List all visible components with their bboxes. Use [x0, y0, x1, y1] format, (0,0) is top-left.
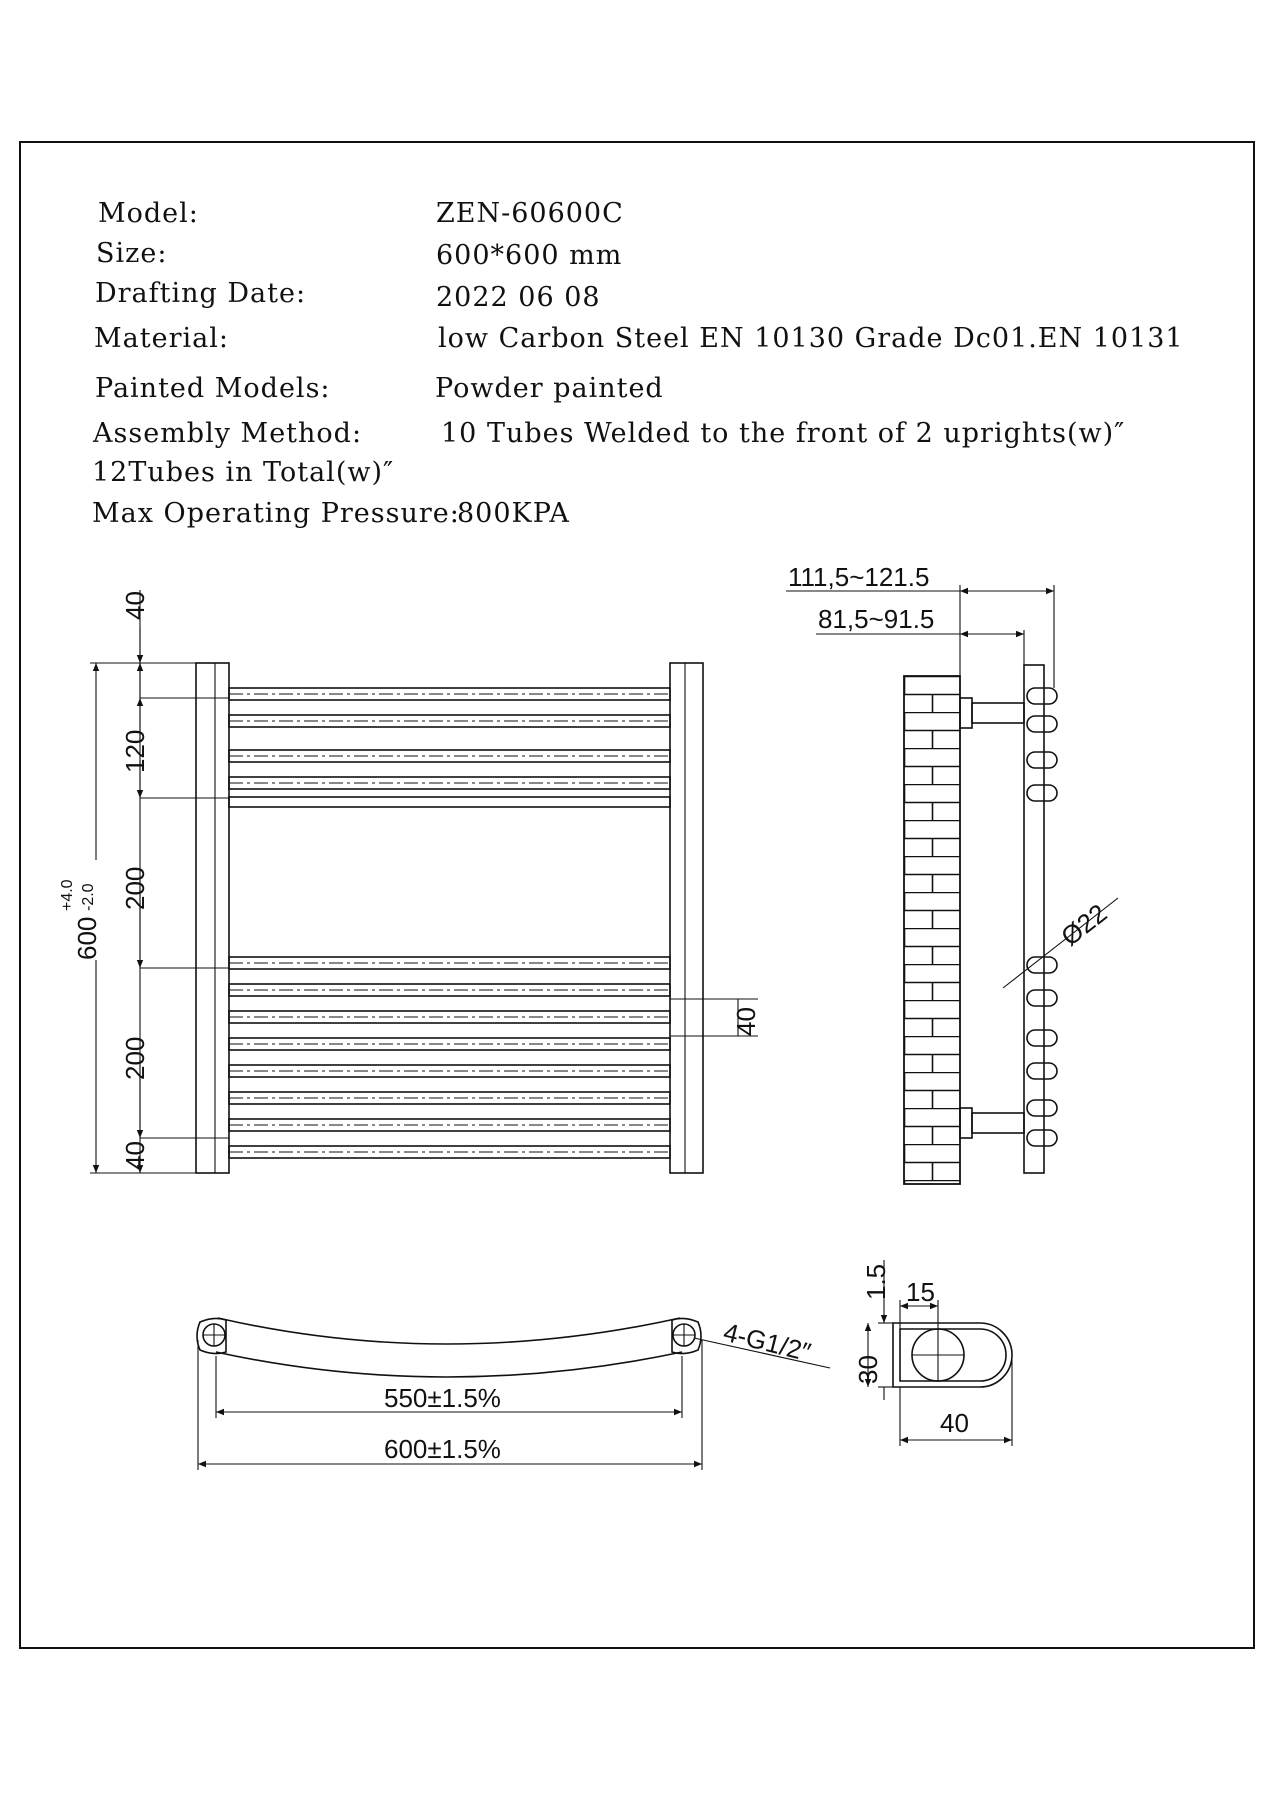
diameter-label: Ø22 [1055, 898, 1112, 952]
dim-120: 120 [120, 730, 150, 773]
upper-rails [228, 687, 671, 808]
dim-1-5: 1.5 [861, 1264, 891, 1300]
size-value: 600*600 mm [436, 240, 623, 271]
model-label: Model: [98, 198, 199, 229]
dim-200-a: 200 [120, 867, 150, 910]
size-label: Size: [96, 238, 168, 269]
material-label: Material: [94, 323, 229, 354]
painted-label: Painted Models: [95, 373, 331, 404]
rail-sections [1026, 687, 1058, 1147]
lower-rails [228, 956, 671, 1159]
wall-brackets [959, 697, 1025, 1139]
section-outline [892, 1322, 1013, 1388]
painted-value: Powder painted [435, 373, 664, 404]
top-view: 550±1.5% 600±1.5% 4-G1/2″ [196, 1317, 831, 1470]
dim-40-right: 40 [731, 1007, 761, 1036]
thread-label: 4-G1/2″ [721, 1317, 814, 1368]
pressure-value: 800KPA [457, 498, 570, 529]
dim-40-top: 40 [120, 591, 150, 620]
pressure-label: Max Operating Pressure: [92, 498, 460, 529]
dim-200-b: 200 [120, 1037, 150, 1080]
drawing-frame [19, 141, 1255, 1649]
model-value: ZEN-60600C [436, 198, 624, 229]
right-upright [669, 662, 704, 1174]
material-value: low Carbon Steel EN 10130 Grade Dc01.EN … [438, 323, 1184, 354]
assembly-label: Assembly Method: [93, 418, 363, 449]
dim-30: 30 [853, 1355, 883, 1384]
assembly-value: 10 Tubes Welded to the front of 2 uprigh… [441, 418, 1126, 449]
date-value: 2022 06 08 [436, 282, 601, 313]
overall-height: 600 [72, 917, 102, 960]
dim-outer-width: 600±1.5% [384, 1434, 501, 1464]
dim-40-section: 40 [940, 1408, 969, 1438]
side-view: 111,5~121.5 81,5~91.5 Ø22 [786, 562, 1119, 1185]
front-view: 40 120 200 200 40 600 +4.0 -2.0 40 [59, 590, 761, 1174]
dim-outer: 111,5~121.5 [788, 562, 929, 592]
left-upright [195, 662, 230, 1174]
wall-brick [903, 675, 961, 1185]
dim-inner: 81,5~91.5 [818, 604, 934, 634]
dim-15: 15 [906, 1277, 935, 1307]
dim-40-bottom: 40 [120, 1141, 150, 1170]
assembly-line2: 12Tubes in Total(w)″ [92, 457, 395, 488]
section-detail: 1.5 30 15 40 [853, 1260, 1013, 1446]
side-upright [1023, 664, 1045, 1174]
dim-inner-width: 550±1.5% [384, 1383, 501, 1413]
tolerance-plus: +4.0 [59, 879, 76, 911]
tolerance-minus: -2.0 [80, 883, 97, 911]
date-label: Drafting Date: [95, 278, 307, 309]
